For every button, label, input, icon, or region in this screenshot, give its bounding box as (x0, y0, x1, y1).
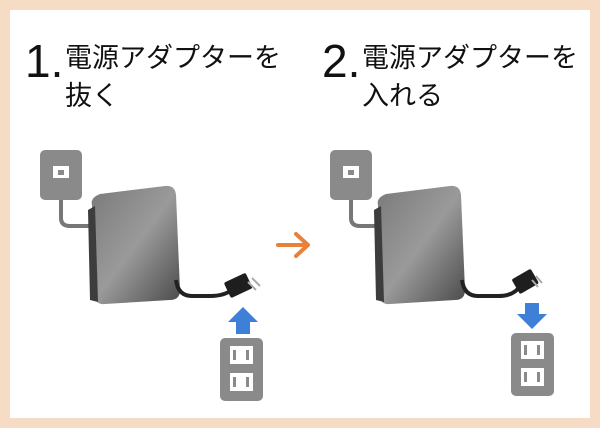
network-cable-2 (349, 200, 382, 228)
wall-jack-2 (330, 150, 372, 200)
step-1-number: 1. (25, 35, 64, 87)
power-adapter-2 (512, 269, 543, 294)
wall-jack-1 (40, 150, 82, 200)
step-1-text: 電源アダプターを抜く (65, 43, 281, 112)
step-2-text: 電源アダプターを入れる (362, 43, 578, 112)
arrow-down-icon (517, 303, 547, 329)
step-2-number: 2. (322, 35, 361, 87)
power-adapter-1 (224, 273, 261, 298)
arrow-right-icon (276, 232, 310, 258)
router-2 (374, 185, 465, 305)
outlet-1 (220, 338, 263, 401)
outlet-2 (511, 333, 554, 396)
arrow-up-icon (228, 307, 258, 334)
power-cable-2 (460, 279, 522, 298)
router-1 (88, 185, 180, 305)
network-cable-1 (59, 200, 100, 228)
